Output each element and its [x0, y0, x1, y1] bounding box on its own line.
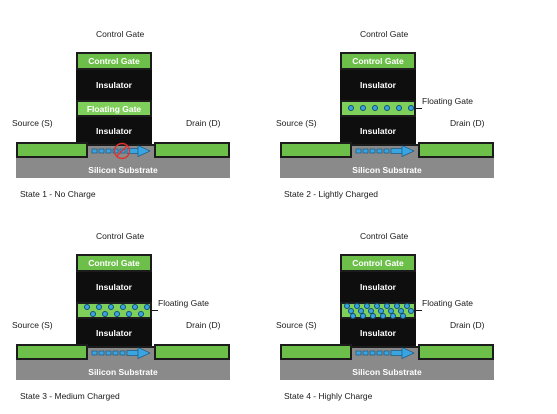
insulator-bottom: Insulator: [76, 117, 152, 144]
electron-dot-icon: [380, 313, 386, 319]
floating-gate-side-label: Floating Gate: [422, 96, 474, 106]
electron-dot-icon: [408, 308, 414, 314]
control-gate-label: Control Gate: [360, 29, 409, 39]
control-gate-block: Control Gate: [340, 254, 416, 272]
electron-dot-icon: [364, 303, 370, 309]
floating-gate-block: Floating Gate: [76, 100, 152, 117]
electron-dot-icon: [390, 313, 396, 319]
state-panel-2: Control Gate Control Gate Insulator Floa…: [264, 4, 542, 211]
electron-dot-icon: [400, 313, 406, 319]
insulator-top: Insulator: [340, 272, 416, 302]
source-region: [280, 142, 352, 158]
substrate-label: Silicon Substrate: [88, 165, 158, 175]
electron-dot-icon: [126, 311, 132, 317]
control-gate-block: Control Gate: [76, 52, 152, 70]
drain-label: Drain (D): [186, 320, 221, 330]
right-arrow-icon: [91, 347, 151, 359]
source-label: Source (S): [12, 320, 53, 330]
drain-label: Drain (D): [450, 118, 485, 128]
state-caption: State 2 - Lightly Charged: [284, 189, 379, 199]
floating-gate-block: [340, 100, 416, 117]
state-panel-1: Control Gate Control Gate Insulator Floa…: [0, 4, 278, 211]
electron-dot-icon: [394, 303, 400, 309]
electron-dot-icon: [114, 311, 120, 317]
control-gate-block: Control Gate: [340, 52, 416, 70]
insulator-top: Insulator: [76, 70, 152, 100]
right-arrow-icon: [355, 145, 415, 157]
state-caption: State 1 - No Charge: [20, 189, 96, 199]
electron-dot-icon: [132, 304, 138, 310]
right-arrow-icon: [355, 347, 415, 359]
electron-dot-icon: [384, 105, 390, 111]
drain-region: [154, 142, 230, 158]
floating-gate-side-label: Floating Gate: [158, 298, 210, 308]
control-gate-block: Control Gate: [76, 254, 152, 272]
electron-dot-icon: [120, 304, 126, 310]
electron-dot-icon: [348, 105, 354, 111]
electron-dot-icon: [354, 303, 360, 309]
electron-dot-icon: [138, 311, 144, 317]
electron-dot-icon: [344, 303, 350, 309]
floating-gate-label: Floating Gate: [86, 103, 142, 114]
state-caption: State 3 - Medium Charged: [20, 391, 120, 401]
insulator-top: Insulator: [76, 272, 152, 302]
electron-dot-icon: [96, 304, 102, 310]
drain-label: Drain (D): [186, 118, 221, 128]
crossed-circle-icon: [113, 142, 131, 160]
state-panel-3: Control Gate Control Gate Insulator Floa…: [0, 206, 278, 413]
electron-dot-icon: [108, 304, 114, 310]
insulator-bottom: Insulator: [340, 117, 416, 144]
source-label: Source (S): [12, 118, 53, 128]
electron-dot-icon: [84, 304, 90, 310]
source-region: [280, 344, 352, 360]
electron-dot-icon: [102, 311, 108, 317]
state-caption: State 4 - Highly Charge: [284, 391, 373, 401]
source-region: [16, 142, 88, 158]
electron-dot-icon: [384, 303, 390, 309]
electron-dot-icon: [370, 313, 376, 319]
floating-gate-side-label: Floating Gate: [422, 298, 474, 308]
drain-region: [418, 142, 494, 158]
electron-dot-icon: [360, 313, 366, 319]
drain-region: [418, 344, 494, 360]
source-region: [16, 344, 88, 360]
insulator-bottom: Insulator: [340, 319, 416, 346]
electron-dot-icon: [350, 313, 356, 319]
electron-dot-icon: [374, 303, 380, 309]
electron-dot-icon: [404, 303, 410, 309]
substrate-label: Silicon Substrate: [352, 367, 422, 377]
floating-gate-leader-line: [416, 108, 422, 109]
control-gate-label: Control Gate: [96, 29, 145, 39]
substrate-label: Silicon Substrate: [88, 367, 158, 377]
electron-dot-icon: [360, 105, 366, 111]
electron-dot-icon: [408, 105, 414, 111]
drain-label: Drain (D): [450, 320, 485, 330]
floating-gate-leader-line: [152, 310, 158, 311]
drain-region: [154, 344, 230, 360]
floating-gate-leader-line: [416, 310, 422, 311]
control-gate-label: Control Gate: [360, 231, 409, 241]
insulator-top: Insulator: [340, 70, 416, 100]
electron-dot-icon: [144, 304, 150, 310]
control-gate-label: Control Gate: [96, 231, 145, 241]
insulator-bottom: Insulator: [76, 319, 152, 346]
substrate-label: Silicon Substrate: [352, 165, 422, 175]
source-label: Source (S): [276, 320, 317, 330]
electron-dot-icon: [372, 105, 378, 111]
electron-dot-icon: [90, 311, 96, 317]
electron-dot-icon: [396, 105, 402, 111]
source-label: Source (S): [276, 118, 317, 128]
state-panel-4: Control Gate Control Gate Insulator Floa…: [264, 206, 542, 413]
